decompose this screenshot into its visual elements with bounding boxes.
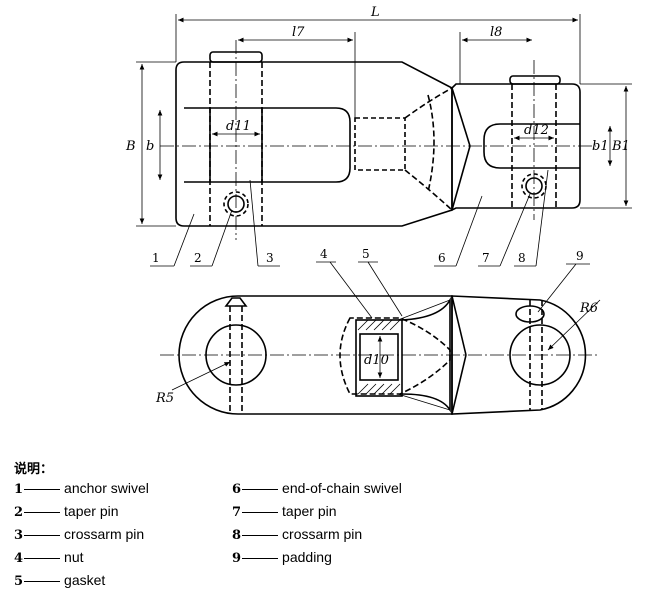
nut-housing [339,317,451,395]
callout-5: 5 [362,247,370,261]
dim-l8: l8 [490,25,502,40]
padding [515,305,545,323]
dim-d12: d12 [524,123,549,138]
anchor-swivel-slot [184,107,351,183]
legend-title: 说明： [14,462,54,477]
anchor-swivel-outline [175,61,453,227]
end-of-chain-swivel-outline [451,83,581,212]
crossarm-pin-right [509,75,561,85]
dim-b1: b1 [592,139,609,154]
anchor-swivel-side [178,295,453,415]
callout-7: 7 [482,251,490,265]
dim-d11: d11 [226,119,251,134]
callout-3: 3 [266,251,274,265]
hatching [357,319,401,395]
callout-9: 9 [576,249,584,263]
callout-1: 1 [152,251,160,265]
dim-B1: B1 [611,139,630,154]
dim-L: L [370,5,380,20]
dim-l7: l7 [292,25,305,40]
callout-2: 2 [194,251,202,265]
dim-b: b [146,139,154,154]
dim-B: B [125,139,136,154]
nut [355,319,403,397]
callout-8: 8 [518,251,526,265]
callout-4: 4 [320,247,328,261]
dim-R6: R6 [579,301,598,316]
dim-d10: d10 [364,353,389,368]
technical-drawing: L l7 l8 B b B1 b1 d11 d12 d10 R5 R6 1 2 … [125,5,632,415]
end-of-chain-swivel-slot [483,123,580,169]
callout-6: 6 [438,251,446,265]
bottom-view [160,261,601,415]
dim-R5: R5 [155,391,174,406]
nut-region [354,117,406,171]
end-of-chain-swivel-side [451,295,587,415]
top-view [136,14,632,267]
